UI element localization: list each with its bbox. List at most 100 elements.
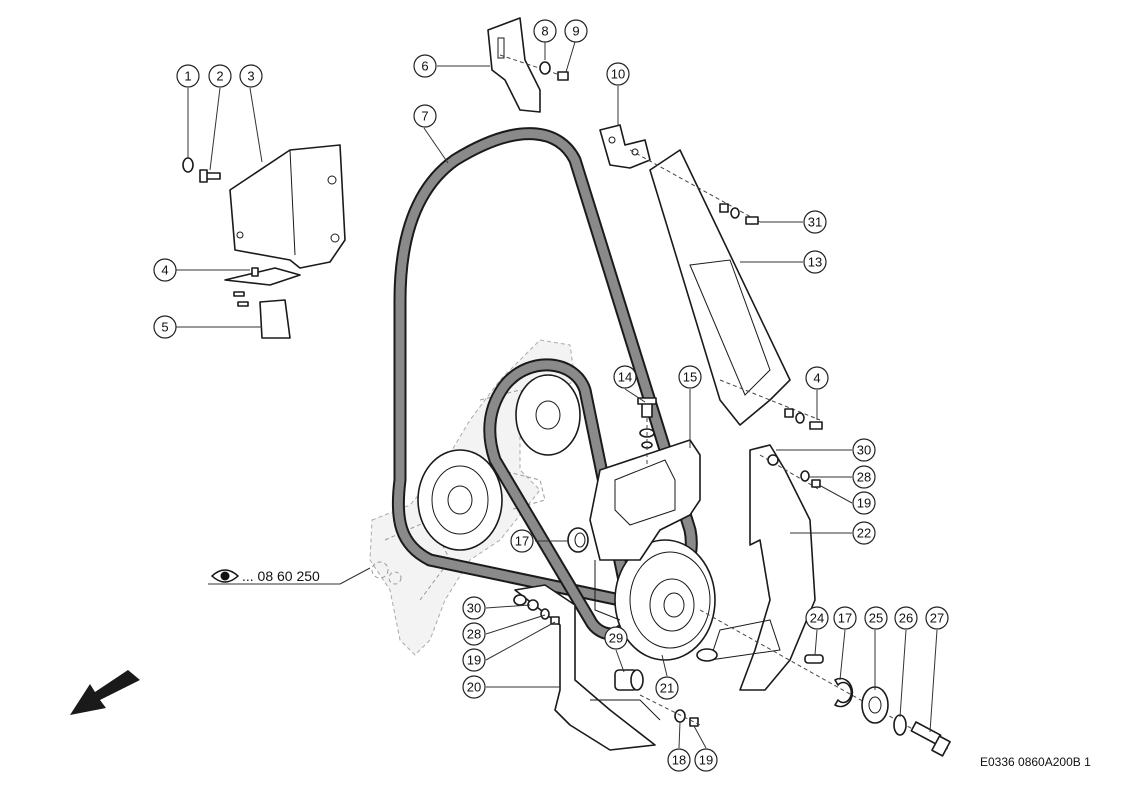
callout-8: 8	[533, 19, 557, 43]
bracket-3	[229, 144, 346, 269]
callout-29: 29	[604, 626, 628, 650]
svg-text:28: 28	[467, 627, 481, 642]
svg-text:1: 1	[184, 69, 191, 84]
bracket-6	[487, 17, 561, 113]
svg-text:30: 30	[857, 443, 871, 458]
svg-text:4: 4	[813, 371, 820, 386]
callout-3: 3	[239, 64, 263, 88]
bolt-27	[910, 721, 951, 757]
callout-30a: 30	[852, 438, 876, 462]
svg-text:31: 31	[808, 215, 822, 230]
svg-text:3: 3	[247, 69, 254, 84]
svg-text:7: 7	[421, 109, 428, 124]
svg-text:21: 21	[660, 681, 674, 696]
callout-7: 7	[413, 104, 437, 128]
fasteners-31	[719, 203, 759, 225]
svg-text:22: 22	[857, 526, 871, 541]
svg-text:26: 26	[899, 611, 913, 626]
callout-20: 20	[462, 675, 486, 699]
callout-19b: 19	[462, 648, 486, 672]
washer-1	[182, 157, 194, 173]
callout-2: 2	[208, 64, 232, 88]
svg-text:28: 28	[857, 470, 871, 485]
callout-19a: 19	[852, 491, 876, 515]
svg-text:24: 24	[810, 611, 824, 626]
svg-text:19: 19	[699, 753, 713, 768]
pulley-upper	[515, 374, 581, 456]
callout-24: 24	[805, 606, 829, 630]
callout-28b: 28	[462, 622, 486, 646]
callout-17a: 17	[510, 529, 534, 553]
fasteners-30-28-19-lower	[527, 599, 560, 625]
callout-14: 14	[613, 365, 637, 389]
gearbox-15	[589, 439, 701, 621]
leader-lines	[176, 41, 938, 749]
svg-text:14: 14	[618, 370, 632, 385]
callout-4a: 4	[153, 258, 177, 282]
svg-text:9: 9	[572, 24, 579, 39]
callout-26: 26	[894, 606, 918, 630]
callout-9: 9	[564, 19, 588, 43]
plate-and-bolt-4	[224, 267, 301, 307]
reference-text: ... 08 60 250	[242, 568, 320, 584]
svg-text:10: 10	[611, 67, 625, 82]
svg-text:5: 5	[161, 320, 168, 335]
callout-19c: 19	[694, 748, 718, 772]
callout-15: 15	[678, 365, 702, 389]
svg-text:17: 17	[838, 611, 852, 626]
svg-text:17: 17	[515, 534, 529, 549]
callout-28a: 28	[852, 465, 876, 489]
key-24	[804, 654, 824, 664]
callout-31: 31	[803, 210, 827, 234]
tensioner-arm-22	[696, 444, 821, 691]
callout-17b: 17	[833, 606, 857, 630]
svg-text:25: 25	[869, 611, 883, 626]
reference-note: ... 08 60 250	[208, 567, 371, 585]
fasteners-18-19	[639, 694, 701, 727]
svg-text:2: 2	[216, 69, 223, 84]
callout-4b: 4	[805, 366, 829, 390]
bolt-14	[637, 397, 657, 465]
bushing-25	[861, 686, 889, 724]
callout-10: 10	[606, 62, 630, 86]
svg-text:15: 15	[683, 370, 697, 385]
pulley-main-21	[614, 539, 716, 661]
svg-text:27: 27	[930, 611, 944, 626]
fasteners-4-lower	[784, 408, 823, 430]
callout-21: 21	[655, 676, 679, 700]
svg-text:13: 13	[808, 255, 822, 270]
svg-text:18: 18	[672, 753, 686, 768]
svg-text:8: 8	[541, 24, 548, 39]
callout-25: 25	[864, 606, 888, 630]
svg-text:4: 4	[161, 263, 168, 278]
svg-text:20: 20	[467, 680, 481, 695]
svg-text:6: 6	[421, 59, 428, 74]
ring-17b	[834, 677, 854, 708]
arrow-down-left-icon	[70, 670, 140, 715]
ring-17a	[567, 527, 589, 553]
axis-dashline	[699, 609, 951, 751]
pulley-left	[417, 449, 503, 551]
bolt-9	[557, 71, 569, 81]
callout-1: 1	[176, 64, 200, 88]
callout-22: 22	[852, 521, 876, 545]
bolt-2	[199, 169, 221, 183]
svg-text:19: 19	[857, 496, 871, 511]
drawing-code: E0336 0860A200B 1	[980, 755, 1091, 769]
arm-20	[513, 584, 661, 751]
fasteners-30-28-19-upper	[767, 454, 821, 488]
bracket-10	[599, 124, 651, 169]
svg-text:29: 29	[609, 631, 623, 646]
callout-6: 6	[413, 54, 437, 78]
svg-text:30: 30	[467, 601, 481, 616]
callout-27: 27	[925, 606, 949, 630]
bracket-5	[259, 299, 291, 339]
washer-26	[893, 714, 907, 736]
callout-30b: 30	[462, 596, 486, 620]
guard-13	[629, 149, 821, 426]
callout-18: 18	[667, 748, 691, 772]
washer-8	[539, 61, 551, 75]
callout-5: 5	[153, 315, 177, 339]
roller-29	[614, 669, 644, 691]
